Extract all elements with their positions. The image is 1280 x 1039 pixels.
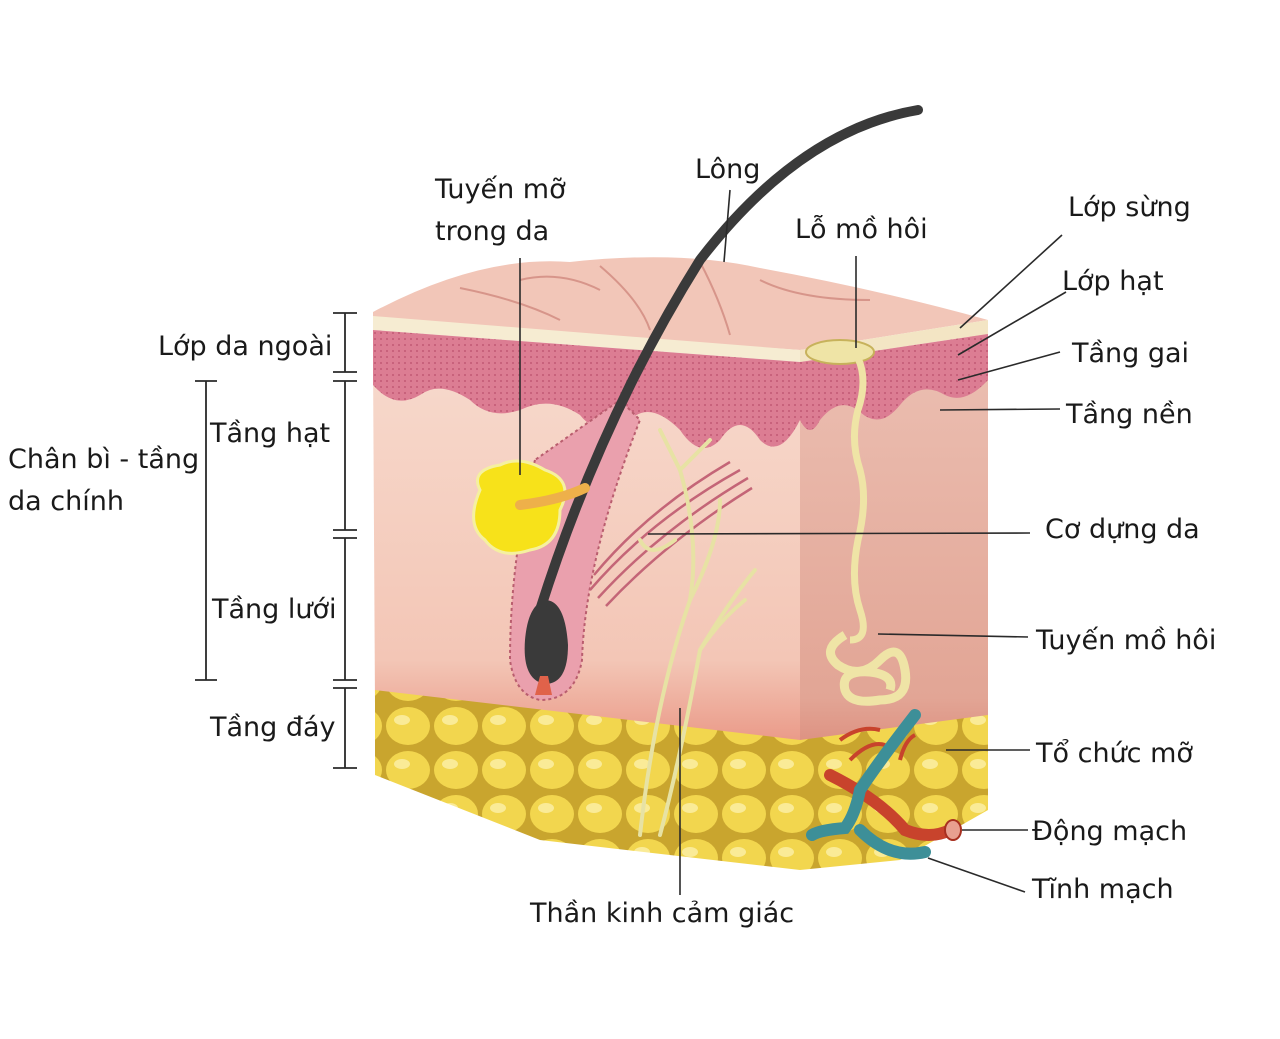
hair-bulb (524, 600, 568, 684)
label-epidermis: Lớp da ngoài (158, 331, 332, 362)
label-dermis-line1: Chân bì - tầng (8, 444, 199, 475)
stratum-corneum (373, 316, 800, 362)
labels: Tuyến mỡ trong da Lông Lỗ mồ hôi Lớp sừn… (8, 154, 1216, 929)
fat-layer-front (375, 690, 800, 870)
hair-shaft (535, 105, 923, 615)
label-sensory-nerve: Thần kinh cảm giác (529, 898, 794, 929)
epidermis-band (373, 330, 800, 448)
label-spinous-layer: Tầng gai (1071, 338, 1189, 369)
label-artery: Động mạch (1032, 816, 1187, 847)
label-reticular-layer: Tầng lưới (211, 594, 337, 625)
label-hair: Lông (695, 154, 760, 185)
papilla (535, 676, 552, 695)
layer-brackets (195, 312, 357, 769)
sweat-pore (805, 339, 875, 365)
sweat-coil (826, 631, 911, 706)
label-fat-tissue: Tổ chức mỡ (1035, 738, 1193, 769)
label-sebaceous-line1: Tuyến mỡ (434, 174, 566, 205)
leader-lines (519, 189, 1067, 895)
label-granular-layer: Lớp hạt (1062, 266, 1164, 297)
sweat-duct (849, 356, 868, 644)
label-papillary-layer: Tầng hạt (209, 418, 330, 449)
label-sweat-pore: Lỗ mồ hôi (795, 214, 928, 245)
label-arrector-muscle: Cơ dựng da (1045, 514, 1200, 545)
sensory-nerve (638, 428, 757, 837)
skin-surface-lines (459, 261, 871, 336)
label-stratum-corneum: Lớp sừng (1068, 192, 1191, 223)
vein (806, 709, 931, 860)
sebaceous-gland (472, 459, 590, 555)
label-basal-layer: Tầng nền (1065, 399, 1193, 430)
label-vein: Tĩnh mạch (1031, 874, 1174, 905)
blood-vessels (806, 709, 962, 860)
skin-surface (373, 257, 988, 350)
sweat-gland (805, 339, 911, 706)
label-sweat-gland: Tuyến mồ hôi (1035, 625, 1216, 656)
label-hypodermis: Tầng đáy (209, 712, 336, 743)
label-dermis-line2: da chính (8, 486, 124, 517)
label-sebaceous-line2: trong da (435, 216, 549, 247)
